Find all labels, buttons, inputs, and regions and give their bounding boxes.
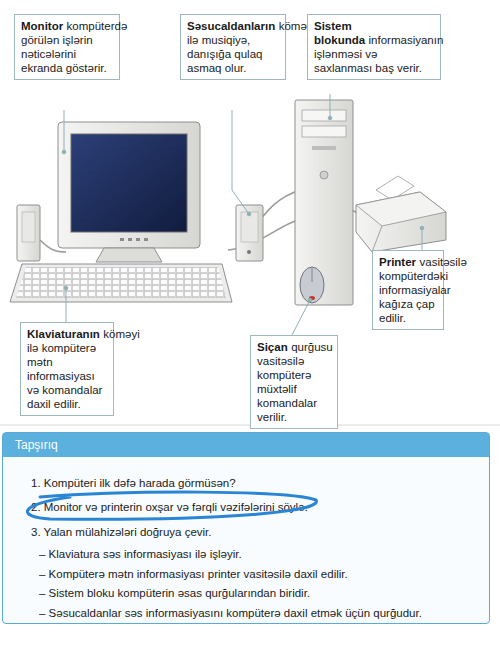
- callout-box: Sistem blokundainformasiyanın işlənməsi …: [307, 14, 441, 80]
- printer-edge: [372, 226, 382, 252]
- monitor-stand: [96, 248, 162, 262]
- callout-box: Siçanqurğusu vasitəsilə kompüterə müxtəl…: [250, 335, 338, 429]
- speaker-grille: [22, 212, 35, 242]
- callout-heading: Siçan: [257, 341, 288, 353]
- callout-heading: Sistem blokunda: [314, 20, 365, 46]
- speaker-grille: [241, 212, 258, 242]
- callout-heading: Monitor: [21, 20, 63, 32]
- task-item: – Sistem bloku kompüterin əsas qurğuları…: [39, 586, 310, 600]
- mouse: [300, 267, 324, 303]
- leader-line: [66, 288, 67, 322]
- leader-dot: [64, 286, 68, 290]
- mouse-split: [312, 268, 313, 282]
- power-button: [320, 171, 328, 179]
- monitor-button: [120, 238, 124, 241]
- drive-bay: [302, 110, 346, 121]
- keyboard: [10, 264, 232, 302]
- task-item: 3. Yalan mülahizələri doğruya çevir.: [31, 525, 211, 539]
- callout-box: Printervasitəsilə kompüterdəki informasi…: [372, 250, 444, 330]
- leader-line: [64, 110, 65, 152]
- keyboard-keys: [16, 267, 226, 298]
- leader-dot: [308, 298, 312, 302]
- callout-box: Monitorkompüterdə görülən işlərin nəticə…: [14, 14, 120, 80]
- task-heading: Tapşırıq: [3, 433, 489, 457]
- printer-body: [356, 192, 446, 252]
- system-unit: [295, 100, 353, 305]
- drive-bay: [302, 126, 346, 137]
- callout-box: Klaviaturanınköməyi ilə kompüterə mətn i…: [20, 322, 114, 416]
- task-item: – Səsucaldanlar səs informasiyasını komp…: [39, 606, 422, 620]
- task-box: Tapşırıq 1. Kompüteri ilk dəfə harada gör…: [2, 432, 490, 624]
- leader-dot: [328, 116, 332, 120]
- task-item: 1. Kompüteri ilk dəfə harada görmüsən?: [31, 476, 236, 490]
- task-item: – Kompüterə mətn informasiyası printer v…: [39, 567, 348, 581]
- printer-top: [356, 192, 446, 226]
- callout-text: qurğusu vasitəsilə kompüterə müxtəlif ko…: [257, 341, 333, 423]
- monitor-button: [128, 238, 132, 241]
- leader-line: [232, 190, 249, 214]
- task-item: 2. Monitor və printerin oxşar və fərqli …: [31, 500, 308, 514]
- speaker: [236, 205, 263, 261]
- leader-dot: [247, 212, 251, 216]
- leader-line: [422, 228, 423, 250]
- task-item: – Klaviatura səs informasiyası ilə işləy…: [39, 547, 242, 561]
- callout-heading: Klaviaturanın: [27, 328, 100, 340]
- leader-dot: [62, 150, 66, 154]
- leader-line: [292, 300, 310, 335]
- monitor-button: [136, 238, 140, 241]
- monitor-screen: [71, 134, 187, 232]
- callout-text: köməyi ilə kompüterə mətn informasiyası …: [27, 328, 140, 410]
- monitor-button: [144, 238, 148, 241]
- highlight-ellipse: [27, 492, 316, 519]
- leader-line: [232, 110, 233, 190]
- callout-box: Səsucaldanlarınköməyi ilə musiqiyə, danı…: [180, 14, 286, 80]
- callout-heading: Səsucaldanların: [187, 20, 275, 32]
- speaker: [17, 205, 40, 261]
- floppy-slot: [312, 146, 336, 150]
- monitor-case: [58, 122, 200, 248]
- leader-dot: [420, 226, 424, 230]
- speaker-knob: [247, 250, 251, 254]
- callout-heading: Printer: [379, 256, 416, 268]
- leader-line: [330, 94, 331, 118]
